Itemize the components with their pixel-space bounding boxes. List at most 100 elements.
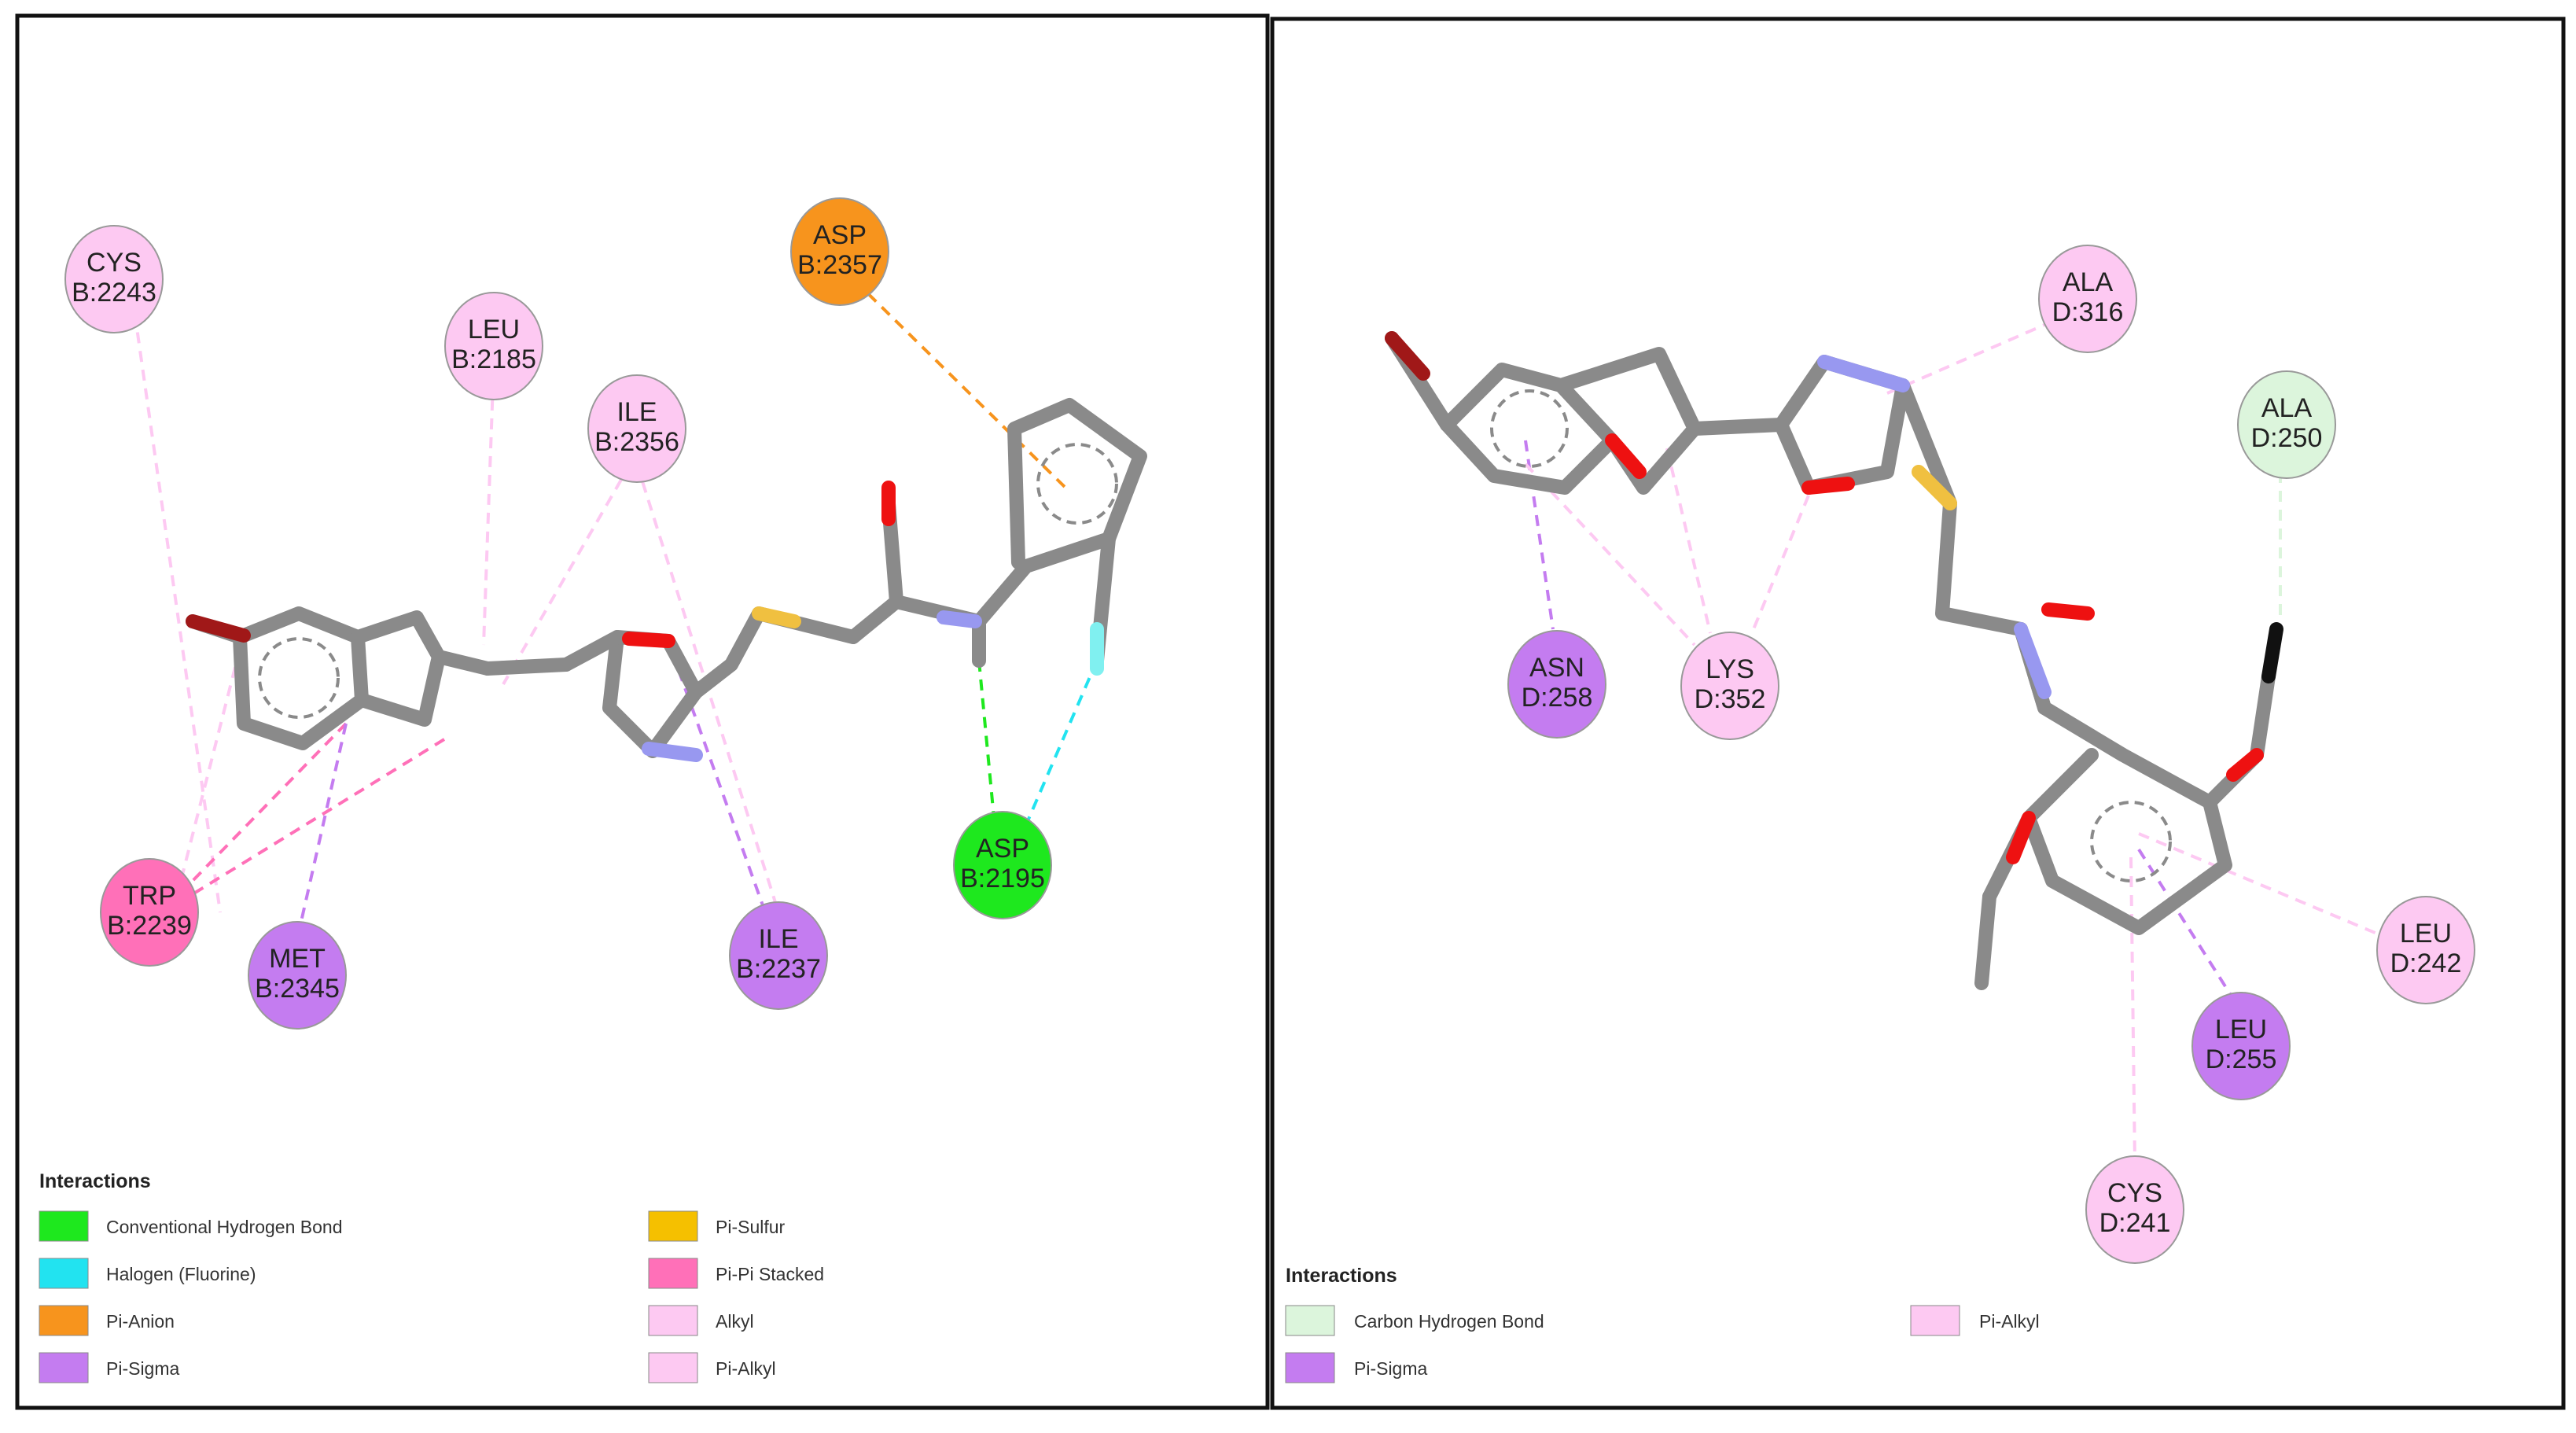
left-ligand-atoms [186,481,1104,762]
left-panel-frame [15,13,1270,1410]
legend-swatch [39,1352,89,1383]
residue-name: ASP [813,220,867,250]
residue-name: LEU [2400,919,2452,949]
legend-swatch [39,1210,89,1242]
residue-lys-d352: LYS D:352 [1680,632,1779,740]
residue-bubble [64,225,164,333]
legend-swatch [1285,1352,1335,1383]
residue-bubble [729,901,828,1010]
right-legend: Interactions Carbon Hydrogen Bond Pi-Sig… [1285,1265,2040,1383]
residue-name: ASP [976,834,1029,864]
legend-swatch [648,1258,698,1289]
residue-name: ALA [2063,267,2114,297]
legend-label: Alkyl [716,1311,754,1332]
legend-item: Halogen (Fluorine) [39,1258,256,1289]
residue-id: B:2243 [72,278,156,308]
legend-label: Pi-Pi Stacked [716,1264,824,1284]
legend-label: Pi-Sigma [1354,1358,1428,1379]
residue-name: MET [269,944,326,974]
left-residues: CYS B:2243 LEU B:2185 ILE B:2356 ASP B:2… [64,197,1052,1030]
residue-name: CYS [86,248,142,278]
residue-ala-d250: ALA D:250 [2237,370,2336,479]
legend-label: Halogen (Fluorine) [106,1264,256,1284]
residue-bubble [587,374,686,483]
residue-trp-b2239: TRP B:2239 [100,858,199,967]
residue-name: ALA [2261,393,2313,423]
residue-name: LYS [1706,654,1754,684]
legend-title: Interactions [1286,1265,1397,1287]
residue-name: CYS [2107,1178,2162,1208]
legend-label: Pi-Alkyl [716,1358,776,1379]
residue-bubble [1680,632,1779,740]
residue-ile-b2237: ILE B:2237 [729,901,828,1010]
residue-asn-d258: ASN D:258 [1507,630,1606,739]
left-legend: Interactions Conventional Hydrogen Bond … [39,1170,824,1383]
legend-label: Conventional Hydrogen Bond [106,1217,342,1237]
residue-asp-b2357: ASP B:2357 [790,197,889,306]
residue-id: B:2357 [797,250,882,280]
legend-label: Pi-Alkyl [1979,1311,2040,1332]
residue-leu-b2185: LEU B:2185 [444,292,543,400]
legend-item: Carbon Hydrogen Bond [1285,1305,1544,1336]
residue-bubble [2085,1155,2184,1264]
residue-ala-d316: ALA D:316 [2038,245,2137,353]
residue-name: ASN [1529,653,1584,683]
residue-id: D:250 [2251,423,2323,453]
residue-id: D:242 [2390,949,2462,978]
residue-cys-d241: CYS D:241 [2085,1155,2184,1264]
legend-item: Pi-Alkyl [648,1352,776,1383]
residue-id: D:241 [2099,1208,2171,1238]
left-panel: CYS B:2243 LEU B:2185 ILE B:2356 ASP B:2… [39,197,1147,1383]
legend-swatch [1910,1305,1960,1336]
residue-name: LEU [2215,1015,2267,1044]
residue-bubble [444,292,543,400]
residue-bubble [2191,992,2291,1100]
right-aromatic-rings [1490,389,2172,882]
residue-ile-b2356: ILE B:2356 [587,374,686,483]
legend-item: Pi-Sigma [1285,1352,1428,1383]
legend-title: Interactions [39,1170,151,1192]
residue-id: D:258 [1522,683,1593,713]
residue-bubble [953,811,1052,919]
residue-name: ILE [758,924,798,954]
residue-id: D:316 [2052,297,2124,327]
legend-label: Pi-Sulfur [716,1217,786,1237]
residue-id: D:255 [2206,1044,2277,1074]
residue-bubble [2376,896,2475,1004]
residue-asp-b2195: ASP B:2195 [953,811,1052,919]
legend-label: Pi-Sigma [106,1358,180,1379]
residue-name: LEU [468,315,520,344]
residue-name: TRP [123,881,176,911]
legend-item: Pi-Sulfur [648,1210,786,1242]
residue-id: B:2195 [960,864,1045,893]
residue-bubble [790,197,889,306]
legend-swatch [648,1305,698,1336]
residue-id: B:2239 [107,911,192,941]
legend-swatch [1285,1305,1335,1336]
residue-id: D:352 [1695,684,1766,714]
legend-item: Pi-Anion [39,1305,175,1336]
legend-item: Conventional Hydrogen Bond [39,1210,342,1242]
right-panel: ALA D:316 ALA D:250 ASN D:258 LYS D:352 … [1285,245,2475,1383]
right-ligand-atoms [1385,331,2283,864]
right-panel-frame [1270,17,2566,1410]
residue-bubble [2237,370,2336,479]
residue-id: B:2345 [255,974,340,1004]
residue-id: B:2237 [736,954,821,984]
legend-label: Carbon Hydrogen Bond [1354,1311,1544,1332]
right-residues: ALA D:316 ALA D:250 ASN D:258 LYS D:352 … [1507,245,2475,1264]
legend-label: Pi-Anion [106,1311,175,1332]
legend-item: Pi-Alkyl [1910,1305,2040,1336]
residue-cys-b2243: CYS B:2243 [64,225,164,333]
legend-item: Pi-Sigma [39,1352,180,1383]
residue-name: ILE [616,397,657,427]
legend-item: Alkyl [648,1305,754,1336]
residue-bubble [248,921,347,1030]
residue-met-b2345: MET B:2345 [248,921,347,1030]
residue-leu-d255: LEU D:255 [2191,992,2291,1100]
left-aromatic-rings [258,443,1118,719]
residue-id: B:2185 [451,344,536,374]
residue-bubble [100,858,199,967]
legend-swatch [39,1305,89,1336]
legend-swatch [648,1352,698,1383]
